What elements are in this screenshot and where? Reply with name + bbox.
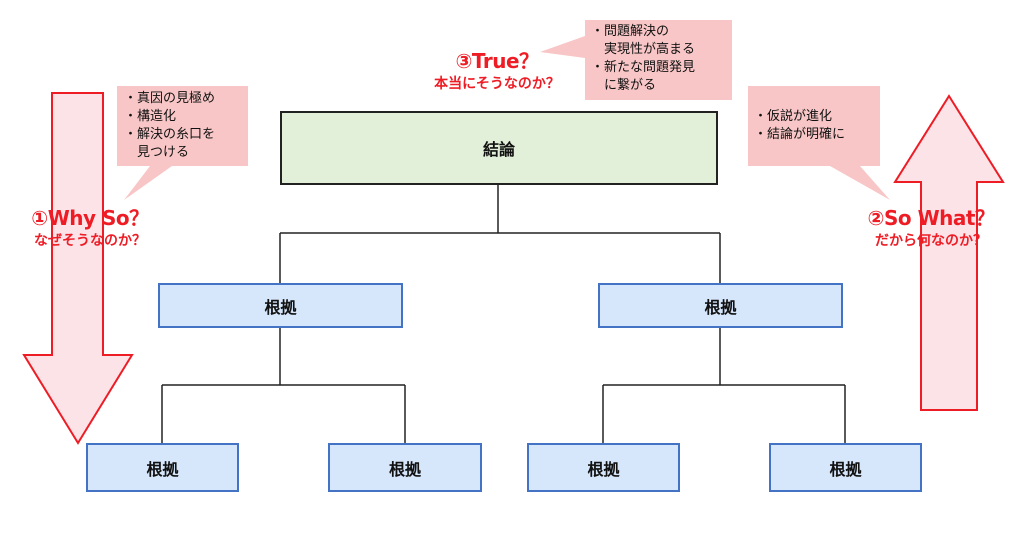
why-so-title: ①Why So？ [31, 206, 149, 230]
evidence-box-level1-right: 根拠 [598, 283, 843, 328]
callout-line: ・解決の糸口を [124, 127, 216, 142]
why-so-subtitle: なぜそうなのか？ [34, 233, 146, 249]
callout-line: ・仮説が進化 [754, 109, 833, 124]
why-so-heading: ①Why So？ なぜそうなのか？ [4, 205, 176, 251]
true-heading: ③True？ 本当にそうなのか？ [412, 48, 582, 94]
evidence-label: 根拠 [264, 297, 297, 317]
evidence-label: 根拠 [388, 459, 421, 479]
evidence-label: 根拠 [587, 459, 620, 479]
so-what-callout-bubble [748, 86, 890, 200]
so-what-heading: ②So What？ だから何なのか？ [842, 205, 1020, 251]
evidence-label: 根拠 [704, 297, 737, 317]
callout-line: ・真因の見極め [124, 91, 216, 106]
conclusion-label: 結論 [482, 140, 515, 159]
true-subtitle: 本当にそうなのか？ [434, 76, 560, 92]
evidence-box-level2-4: 根拠 [769, 443, 922, 492]
evidence-label: 根拠 [829, 459, 862, 479]
callout-line: 実現性が高まる [591, 42, 696, 57]
down-arrow-icon [22, 92, 134, 445]
so-what-subtitle: だから何なのか？ [875, 233, 987, 249]
callout-line: ・新たな問題発見 [591, 60, 696, 75]
evidence-box-level2-3: 根拠 [527, 443, 680, 492]
callout-line: ・結論が明確に [754, 127, 846, 142]
callout-line: に繋がる [591, 78, 657, 93]
callout-line: ・構造化 [124, 109, 177, 124]
evidence-box-level2-2: 根拠 [328, 443, 482, 492]
true-callout-text: ・問題解決の 実現性が高まる ・新たな問題発見 に繋がる [591, 23, 695, 95]
tree-connectors [161, 185, 846, 443]
so-what-title: ②So What？ [867, 206, 995, 230]
why-so-callout-text: ・真因の見極め ・構造化 ・解決の糸口を 見つける [124, 90, 215, 162]
callout-line: 見つける [124, 145, 190, 160]
so-what-callout-text: ・仮説が進化 ・結論が明確に [754, 108, 845, 144]
conclusion-box: 結論 [280, 111, 718, 185]
true-callout-bubble [540, 20, 732, 100]
true-title: ③True？ [455, 49, 539, 73]
why-so-callout-bubble [117, 86, 248, 200]
evidence-box-level2-1: 根拠 [86, 443, 239, 492]
callout-line: ・問題解決の [591, 24, 670, 39]
up-arrow-icon [893, 94, 1005, 411]
evidence-box-level1-left: 根拠 [158, 283, 403, 328]
evidence-label: 根拠 [146, 459, 179, 479]
